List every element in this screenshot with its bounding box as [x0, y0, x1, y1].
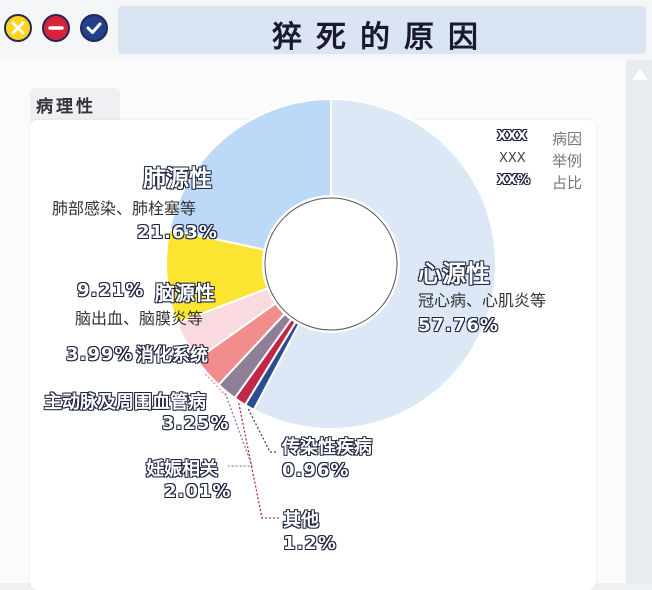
label-pulmonary-pct: 21.63%	[137, 222, 218, 243]
label-cardiac-example: 冠心病、心肌炎等	[418, 291, 547, 310]
slice-0	[252, 97, 497, 430]
label-digestive-pct: 3.99%	[66, 344, 134, 365]
label-aortic-pct: 3.25%	[162, 413, 230, 434]
leader-pregnancy	[224, 392, 253, 467]
label-infectious-name: 传染性疾病	[282, 437, 373, 459]
label-pregnancy-pct: 2.01%	[164, 481, 232, 502]
legend-key-example: XXX	[499, 151, 526, 166]
label-pregnancy-name: 妊娠相关	[146, 459, 219, 481]
slice-7	[168, 97, 332, 251]
tab-label: 病理性	[36, 97, 96, 117]
leader-other	[238, 403, 280, 519]
page-title: 猝死的原因	[272, 20, 492, 55]
label-cardiac-name: 心源性	[418, 260, 491, 289]
close-button[interactable]	[4, 14, 32, 42]
minimize-button[interactable]	[42, 14, 70, 42]
legend-key-share: XX%	[497, 173, 531, 188]
label-pulmonary-example: 肺部感染、肺栓塞等	[52, 199, 197, 218]
close-icon	[11, 21, 25, 35]
legend-value-example: 举例	[552, 152, 583, 170]
leader-aortic	[204, 373, 229, 399]
label-other-pct: 1.2%	[283, 533, 337, 554]
label-digestive-name: 消化系统	[136, 345, 209, 367]
title-box: 猝死的原因	[118, 6, 646, 55]
legend-key-cause: XXX	[497, 129, 528, 144]
label-cerebral-pct: 9.21%	[77, 280, 145, 301]
minus-icon	[48, 26, 64, 30]
tab-pathological[interactable]	[30, 88, 120, 124]
label-cardiac-pct: 57.76%	[418, 315, 499, 336]
legend-value-share: 占比	[552, 174, 583, 192]
check-icon	[86, 22, 102, 34]
label-other-name: 其他	[283, 510, 320, 532]
label-infectious-pct: 0.96%	[282, 460, 350, 481]
legend-value-cause: 病因	[552, 130, 583, 148]
label-cerebral-example: 脑出血、脑膜炎等	[75, 309, 204, 328]
label-cerebral-name: 脑源性	[155, 281, 216, 306]
donut-hole	[264, 197, 398, 331]
confirm-button[interactable]	[80, 14, 108, 42]
scroll-up-arrow-icon[interactable]	[632, 68, 648, 80]
scrollbar[interactable]	[626, 60, 652, 583]
label-pulmonary-name: 肺源性	[143, 166, 213, 193]
label-aortic-name: 主动脉及周围血管病	[44, 392, 207, 414]
leader-infectious	[247, 408, 278, 453]
